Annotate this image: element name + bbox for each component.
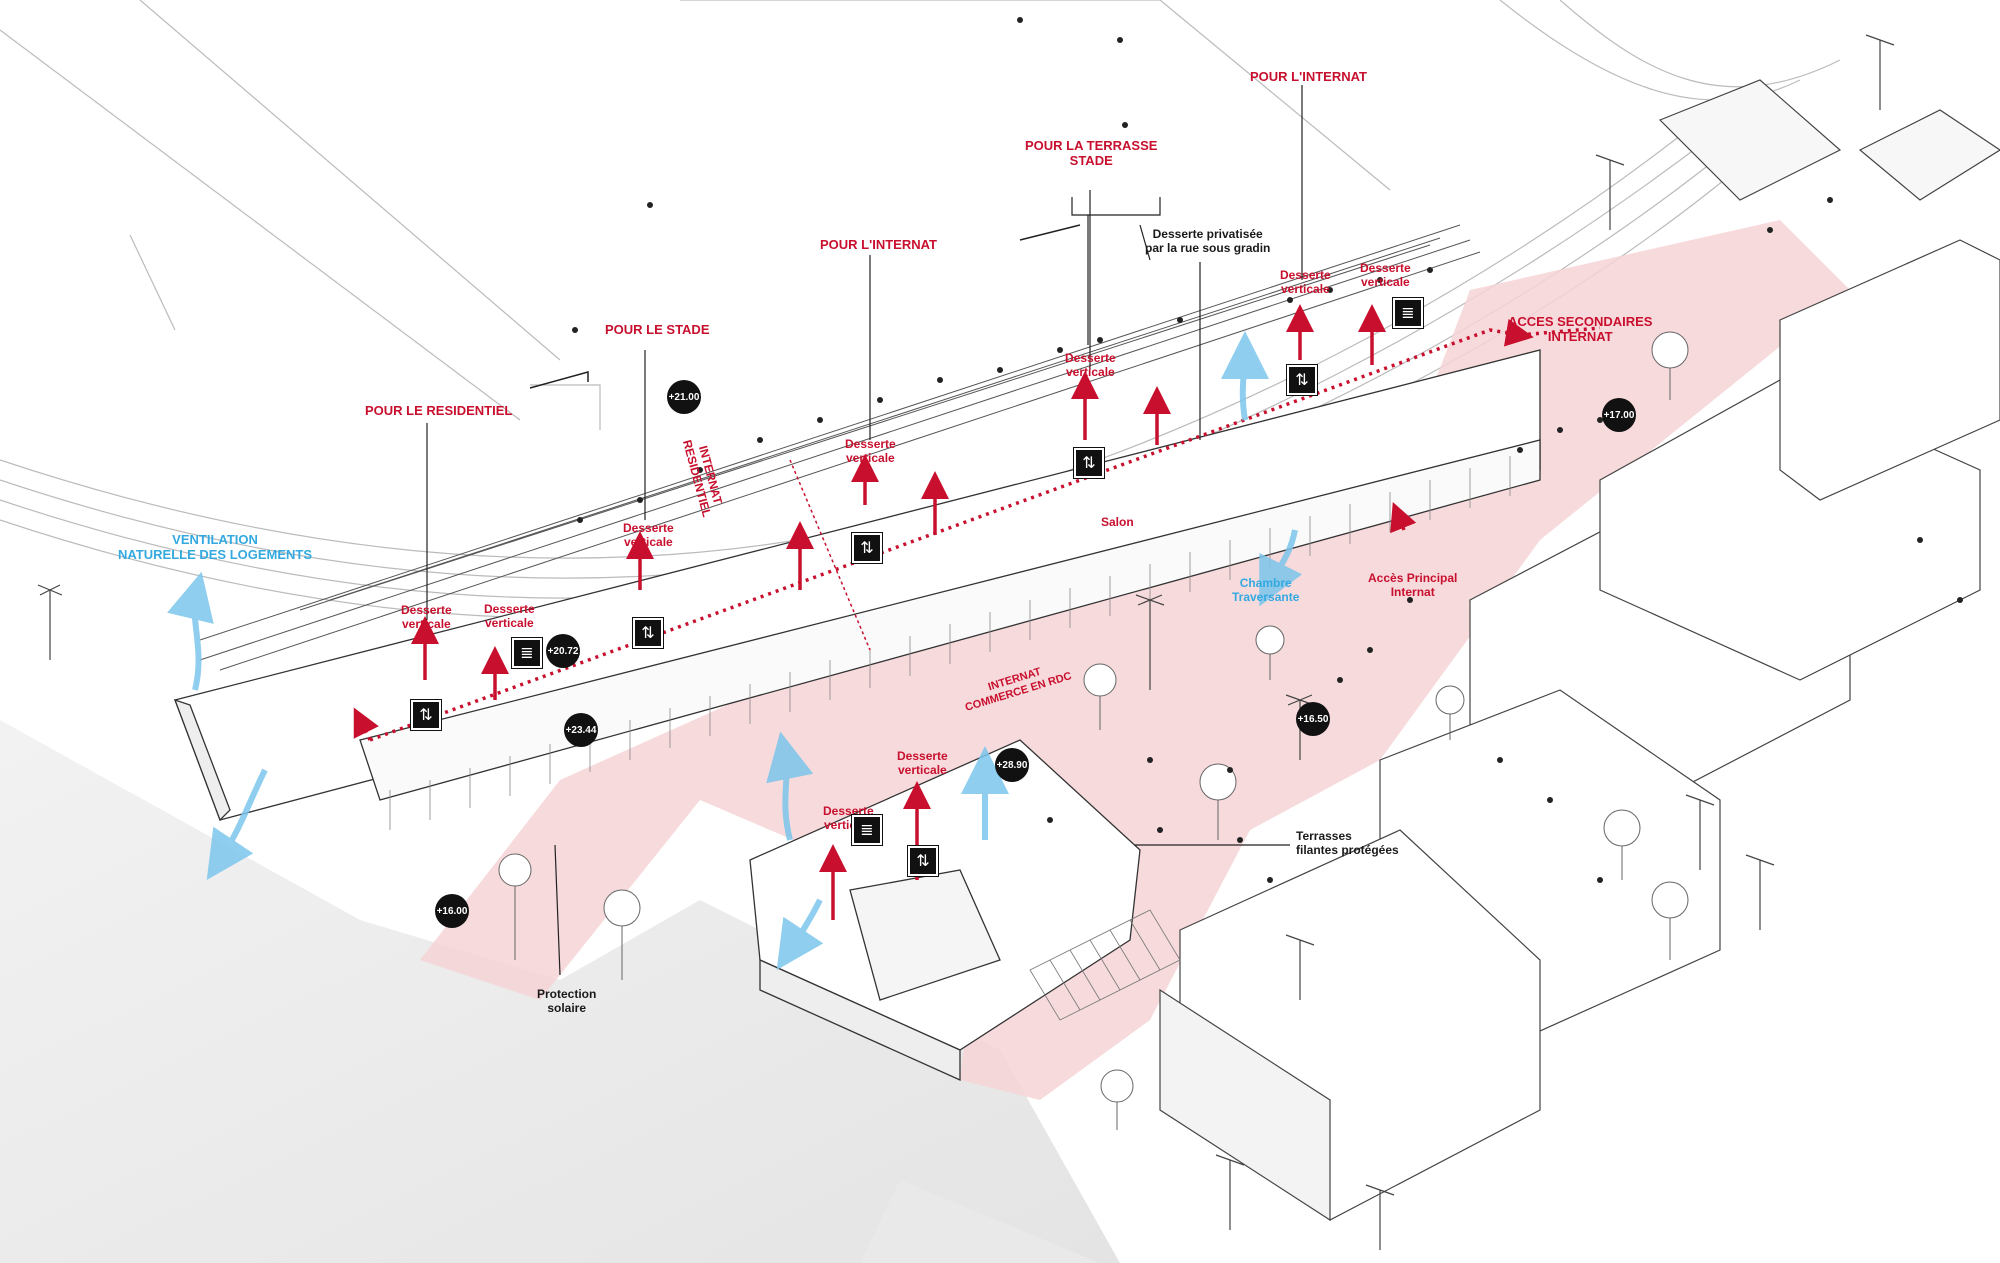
label-verticale: verticale xyxy=(1281,281,1330,296)
vertical-access-arrows xyxy=(411,304,1417,920)
trees xyxy=(498,331,1689,1130)
label-verticale: verticale xyxy=(485,615,534,630)
label-acces-secondaires: ACCES SECONDAIRES INTERNAT xyxy=(1508,314,1653,345)
label-verticale: verticale xyxy=(402,616,451,631)
elevator-icon: ⇅ xyxy=(908,846,938,876)
grandstand xyxy=(199,224,1481,671)
label-acces-secondaires-line1: ACCES SECONDAIRES xyxy=(1508,314,1653,329)
label-desserte-verticale: Desserte verticale xyxy=(484,602,535,631)
label-desserte: Desserte xyxy=(897,749,948,763)
elevator-icon: ⇅ xyxy=(852,533,882,563)
zone-divider xyxy=(789,459,871,651)
label-verticale: verticale xyxy=(624,534,673,549)
label-salon: Salon xyxy=(1101,515,1134,529)
label-ventilation: VENTILATION NATURELLE DES LOGEMENTS xyxy=(118,532,313,563)
label-desserte-verticale: Desserte verticale xyxy=(401,603,452,632)
level-badge: +17.00 xyxy=(1602,398,1636,432)
label-desserte: Desserte xyxy=(401,603,452,617)
label-pour-stade: POUR LE STADE xyxy=(605,322,710,337)
level-badge: +28.90 xyxy=(995,748,1029,782)
label-protection-line1: Protection xyxy=(537,987,597,1001)
palm-trees xyxy=(37,34,1895,1250)
label-desserte-privatisee-line2: par la rue sous gradin xyxy=(1145,240,1271,255)
elevator-icon: ⇅ xyxy=(633,618,663,648)
label-pour-internat-top: POUR L'INTERNAT xyxy=(1250,69,1367,84)
label-desserte: Desserte xyxy=(823,804,874,818)
elevator-icon: ⇅ xyxy=(411,700,441,730)
right-blocks xyxy=(1159,79,2000,1222)
circulation-path xyxy=(369,318,1534,742)
label-verticale: verticale xyxy=(846,450,895,465)
linear-building xyxy=(173,349,1541,822)
label-terrasses-filantes: Terrasses filantes protégées xyxy=(1296,829,1399,858)
label-desserte-verticale: Desserte verticale xyxy=(1280,268,1331,297)
label-ventilation-line2: NATURELLE DES LOGEMENTS xyxy=(118,546,313,562)
label-desserte: Desserte xyxy=(484,602,535,616)
label-terrasses-line1: Terrasses xyxy=(1296,829,1352,843)
level-badge: +21.00 xyxy=(667,380,701,414)
label-acces-principal: Accès Principal Internat xyxy=(1368,571,1458,600)
level-badge: +23.44 xyxy=(564,713,598,747)
label-pour-terrasse-line1: POUR LA TERRASSE xyxy=(1025,138,1158,153)
pergola xyxy=(1029,909,1181,1021)
label-pour-terrasse-line2: STADE xyxy=(1069,152,1113,168)
label-desserte: Desserte xyxy=(1280,268,1331,282)
label-verticale: verticale xyxy=(1361,274,1410,289)
stairs-icon: ≣ xyxy=(1393,298,1423,328)
stairs-icon: ≣ xyxy=(512,638,542,668)
label-verticale: verticale xyxy=(898,762,947,777)
people xyxy=(572,17,1963,883)
label-chambre-line2: Traversante xyxy=(1232,589,1300,604)
label-protection-solaire: Protection solaire xyxy=(537,987,597,1016)
label-pour-residentiel: POUR LE RESIDENTIEL xyxy=(365,403,513,418)
label-terrasses-line2: filantes protégées xyxy=(1296,842,1399,857)
label-desserte-verticale: Desserte verticale xyxy=(1065,351,1116,380)
label-desserte: Desserte xyxy=(623,521,674,535)
level-badge: +16.00 xyxy=(435,894,469,928)
label-protection-line2: solaire xyxy=(547,1000,587,1015)
label-acces-principal-line1: Accès Principal xyxy=(1368,571,1458,585)
label-desserte-verticale: Desserte verticale xyxy=(1360,261,1411,290)
label-desserte-verticale: Desserte verticale xyxy=(623,521,674,550)
label-acces-secondaires-line2: INTERNAT xyxy=(1547,328,1613,344)
south-building xyxy=(749,739,1141,1082)
label-pour-internat-mid: POUR L'INTERNAT xyxy=(820,237,937,252)
facade-rhythm xyxy=(389,456,1511,830)
label-verticale: verticale xyxy=(1066,364,1115,379)
label-desserte: Desserte xyxy=(845,437,896,451)
football-goals xyxy=(529,224,1081,389)
leader-lines xyxy=(426,85,1303,976)
label-desserte: Desserte xyxy=(1065,351,1116,365)
stairs-icon: ≣ xyxy=(852,815,882,845)
label-desserte: Desserte xyxy=(1360,261,1411,275)
label-desserte-verticale: Desserte verticale xyxy=(845,437,896,466)
ventilation-arrows xyxy=(167,331,1303,970)
label-ventilation-line1: VENTILATION xyxy=(172,532,258,547)
elevator-icon: ⇅ xyxy=(1287,365,1317,395)
label-desserte-privatisee: Desserte privatisée par la rue sous grad… xyxy=(1145,227,1271,256)
label-desserte-verticale: Desserte verticale xyxy=(897,749,948,778)
label-chambre-traversante: Chambre Traversante xyxy=(1232,576,1300,605)
label-acces-principal-line2: Internat xyxy=(1390,584,1435,599)
level-badge: +16.50 xyxy=(1296,702,1330,736)
label-chambre-line1: Chambre xyxy=(1239,576,1292,590)
elevator-icon: ⇅ xyxy=(1074,448,1104,478)
label-pour-terrasse: POUR LA TERRASSE STADE xyxy=(1025,138,1158,169)
label-desserte-privatisee-line1: Desserte privatisée xyxy=(1152,227,1263,241)
level-badge: +20.72 xyxy=(546,634,580,668)
